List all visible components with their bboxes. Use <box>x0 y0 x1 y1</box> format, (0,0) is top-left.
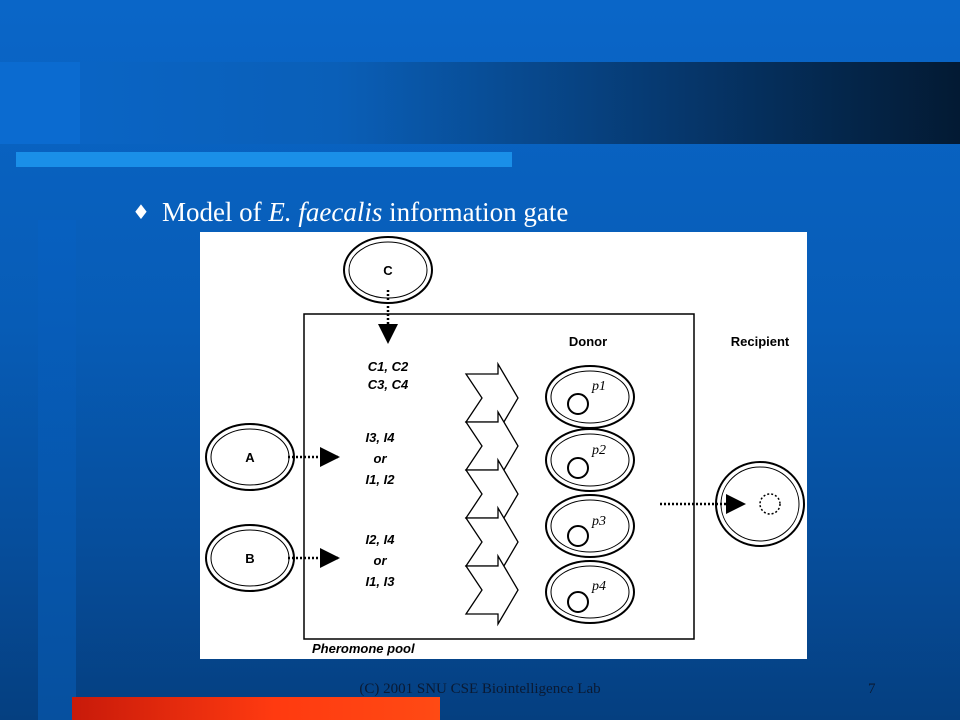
diamond-bullet-icon: ♦ <box>132 200 150 224</box>
donor-cell-p1: p1 <box>545 365 635 429</box>
donor-label: Donor <box>569 334 607 349</box>
b-product-line: I1, I3 <box>366 574 396 589</box>
a-product-line: I3, I4 <box>366 430 396 445</box>
c-product-line: C3, C4 <box>368 377 409 392</box>
plasmid-label: p3 <box>591 514 606 529</box>
pheromone-pool-box <box>303 313 695 640</box>
pool-label: Pheromone pool <box>312 641 415 656</box>
header-accent <box>0 62 80 144</box>
title-underline-bar <box>16 152 512 167</box>
a-product-line: I1, I2 <box>366 472 396 487</box>
b-product-line: or <box>374 553 388 568</box>
plasmid-icon <box>567 457 589 479</box>
transferred-plasmid-icon <box>759 493 781 515</box>
page-number: 7 <box>868 681 876 697</box>
input-b-label: B <box>245 551 254 566</box>
donor-cell-p3: p3 <box>545 494 635 558</box>
plasmid-label: p2 <box>591 443 606 458</box>
input-c-label: C <box>383 263 393 278</box>
recipient-label: Recipient <box>731 334 790 349</box>
bullet-text: Model of E. faecalis information gate <box>162 197 568 228</box>
left-decor-strip <box>38 220 76 720</box>
plasmid-icon <box>567 393 589 415</box>
b-product-line: I2, I4 <box>366 532 396 547</box>
bullet-text-suffix: information gate <box>382 196 569 227</box>
donor-cell-p2: p2 <box>545 428 635 492</box>
plasmid-label: p4 <box>591 579 606 594</box>
bullet-text-species: E. faecalis <box>268 196 383 227</box>
bullet-point: ♦ Model of E. faecalis information gate <box>132 194 568 230</box>
donor-cell-p4: p4 <box>545 560 635 624</box>
footer-accent-bar <box>72 697 440 720</box>
a-product-line: or <box>374 451 388 466</box>
footer-credit: (C) 2001 SNU CSE Biointelligence Lab <box>359 681 601 697</box>
bullet-text-prefix: Model of <box>161 196 269 227</box>
plasmid-label: p1 <box>591 379 606 394</box>
c-product-line: C1, C2 <box>368 359 409 374</box>
plasmid-icon <box>567 591 589 613</box>
plasmid-icon <box>567 525 589 547</box>
recipient-cell <box>715 461 805 547</box>
header-band <box>0 62 960 144</box>
gate-model-diagram: Pheromone pool C C1, C2 C3, C4 A I3, I4 … <box>205 236 805 656</box>
gate-model-figure: Pheromone pool C C1, C2 C3, C4 A I3, I4 … <box>200 232 807 659</box>
pheromone-flow-arrow <box>464 553 519 627</box>
input-a-label: A <box>245 450 255 465</box>
